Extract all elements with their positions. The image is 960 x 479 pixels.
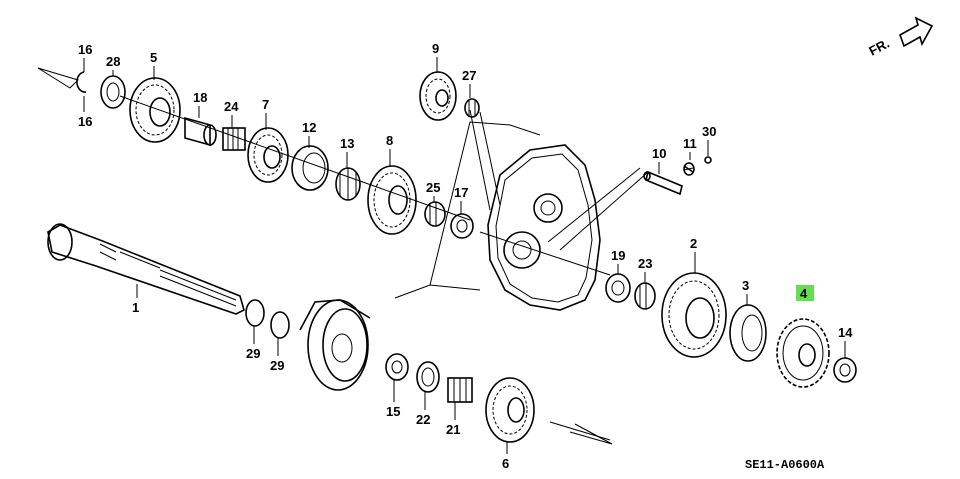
bearing-22: [416, 361, 440, 393]
ring-29a: [245, 299, 265, 327]
bearing-3: [729, 304, 767, 362]
nut-14: [833, 357, 857, 383]
part-label: 30: [702, 124, 716, 139]
part-label: 7: [262, 97, 269, 112]
part-label: 12: [302, 120, 316, 135]
bearing-23: [634, 282, 656, 310]
part-label: 17: [454, 185, 468, 200]
washer-28: [100, 75, 126, 109]
direction-label: FR.: [866, 36, 892, 59]
part-labels: 16 16 28 5 18 24 7 12 13 8 25 17 9 27 10…: [78, 41, 853, 471]
gear-9: [419, 71, 457, 121]
part-label: 3: [742, 278, 749, 293]
diagram-code: SE11-A0600A: [745, 458, 825, 472]
part-label: 4: [800, 286, 808, 301]
leader-lines: [83, 57, 846, 454]
part-label: 8: [386, 133, 393, 148]
bolt-11: [683, 162, 695, 176]
part-label: 19: [611, 248, 625, 263]
highlight-box: [796, 285, 814, 301]
part-label: 24: [224, 99, 239, 114]
part-label: 15: [386, 404, 400, 419]
shaft-10: [643, 170, 683, 196]
front-direction-indicator: FR.: [866, 16, 934, 59]
part-label: 18: [193, 90, 207, 105]
gear-8: [367, 165, 417, 235]
part-label: 5: [150, 50, 157, 65]
part-label: 9: [432, 41, 439, 56]
snap-ring: [76, 71, 87, 93]
part-label: 28: [106, 54, 120, 69]
mainshaft-1: [47, 223, 245, 315]
part-label: 13: [340, 136, 354, 151]
ring-29b: [270, 311, 290, 339]
bearing-25: [424, 201, 446, 227]
washer-17: [450, 213, 474, 239]
washer-19: [605, 273, 631, 303]
needle-bearing-24: [222, 127, 246, 151]
washer-15: [385, 353, 409, 381]
part-label: 6: [502, 456, 509, 471]
synchro-sleeve-12: [291, 145, 329, 191]
part-label: 10: [652, 146, 666, 161]
ball-30: [704, 156, 712, 164]
part-label: 27: [462, 68, 476, 83]
part-label: 11: [683, 136, 697, 151]
part-label: 25: [426, 180, 440, 195]
needle-bearing-21: [447, 377, 473, 403]
center-lines: [37, 67, 649, 445]
bearing-27: [464, 98, 480, 118]
gear-5: [129, 77, 181, 143]
part-label: 29: [270, 358, 284, 373]
part-label: 23: [638, 256, 652, 271]
part-label: 2: [690, 236, 697, 251]
part-label: 14: [838, 325, 853, 340]
part-label: 29: [246, 346, 260, 361]
transmission-case: [394, 121, 601, 311]
bearing-13: [335, 167, 361, 201]
clutch-hub: [299, 299, 371, 391]
part-label: 1: [132, 300, 139, 315]
part-label: 22: [416, 412, 430, 427]
gear-2: [661, 272, 727, 358]
collar-18: [184, 116, 217, 147]
part-label: 16: [78, 42, 92, 57]
gear-6: [485, 377, 535, 443]
part-label: 16: [78, 114, 92, 129]
part-label: 21: [446, 422, 460, 437]
gear-4: [776, 318, 830, 388]
gear-7: [247, 127, 289, 183]
